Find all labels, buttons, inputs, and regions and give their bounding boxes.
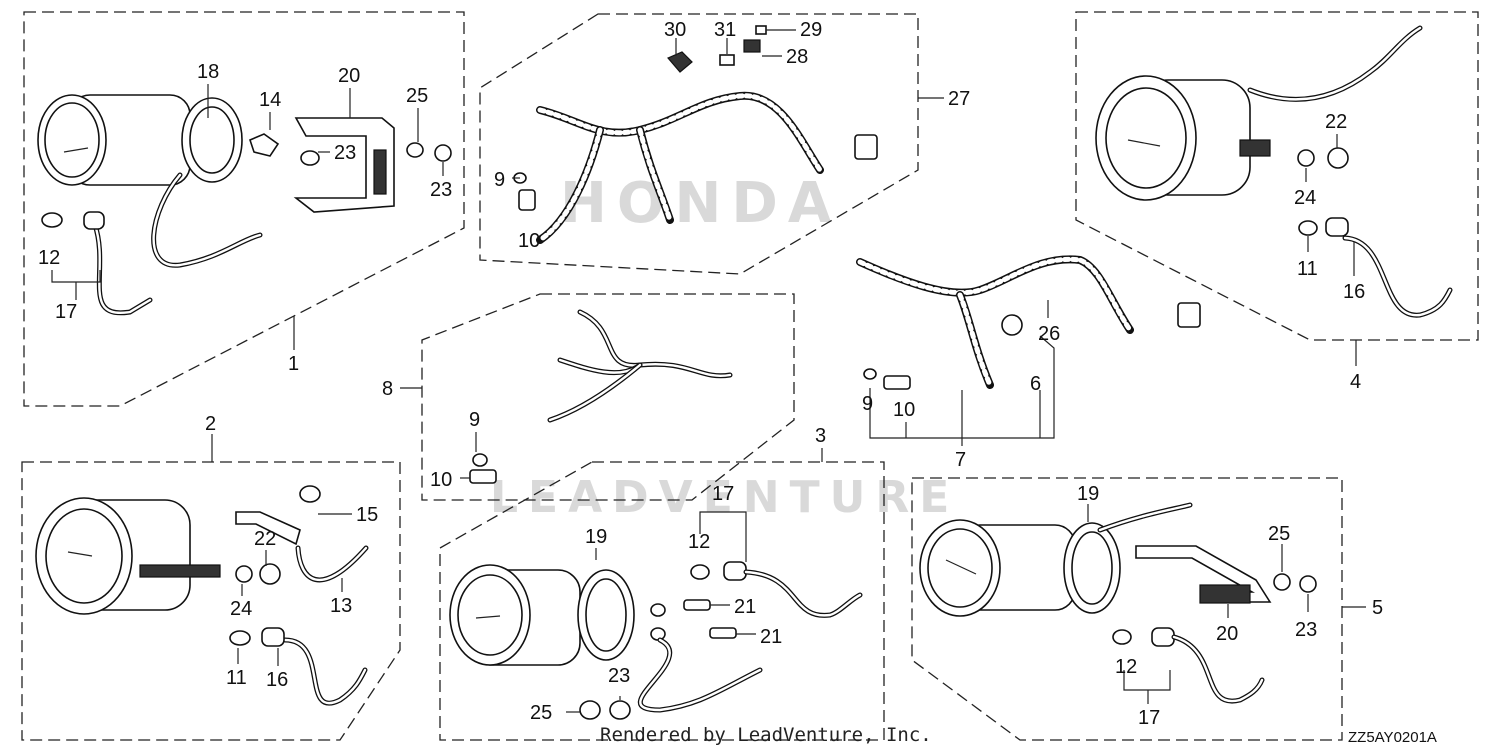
callout-15: 15 [356,504,378,526]
callout-24: 24 [1294,187,1316,209]
group-8-leaders [400,387,477,479]
meter-assy-2 [35,485,369,706]
callout-21: 21 [760,626,782,648]
group-2-frame [21,461,401,741]
watermark: HONDA LEADVENTURE [490,171,959,523]
callout-25: 25 [530,702,552,724]
group-5-leaders [1087,504,1366,704]
callout-4: 4 [1350,371,1361,393]
callout-22: 22 [254,528,276,550]
callout-24: 24 [230,598,252,620]
callout-9: 9 [494,169,505,191]
meter-assy-4 [1095,25,1453,318]
meter-assy-3 [449,561,863,720]
callout-11: 11 [226,667,247,689]
watermark-sub: LEADVENTURE [490,472,959,523]
callout-25: 25 [406,85,428,107]
group-3-frame [439,461,885,741]
harness-8 [469,309,733,484]
callout-1: 1 [288,353,299,375]
callout-23: 23 [1295,619,1317,641]
callout-20: 20 [338,65,360,87]
callout-17: 17 [1138,707,1160,729]
callout-5: 5 [1372,597,1383,619]
callout-18: 18 [197,61,219,83]
callout-16: 16 [1343,281,1365,303]
callout-26: 26 [1038,323,1060,345]
callout-16: 16 [266,669,288,691]
callout-2: 2 [205,413,216,435]
meter-assy-5 [919,502,1317,704]
group-1-leaders [51,84,444,350]
credit-text: Rendered by LeadVenture, Inc. [600,724,932,746]
callout-9: 9 [862,393,873,415]
callout-17: 17 [55,301,77,323]
group-4-leaders [1305,134,1357,366]
callout-14: 14 [259,89,281,111]
callout-23: 23 [430,179,452,201]
group-1-frame [23,11,465,407]
group-8-frame [421,293,795,501]
callout-9: 9 [469,409,480,431]
callout-3: 3 [815,425,826,447]
callout-23: 23 [334,142,356,164]
callout-12: 12 [1115,656,1137,678]
callout-10: 10 [430,469,452,491]
callout-11: 11 [1297,258,1318,280]
callout-12: 12 [688,531,710,553]
callout-12: 12 [38,247,60,269]
callout-6: 6 [1030,373,1041,395]
meter-assy-1 [37,94,452,316]
harness-27 [513,25,878,244]
callout-30: 30 [664,19,686,41]
callout-31: 31 [714,19,736,41]
callout-7: 7 [955,449,966,471]
diagram-code: ZZ5AY0201A [1348,729,1437,746]
group-2-leaders [211,434,352,666]
callout-17: 17 [712,483,734,505]
group-7-leaders [869,300,1055,446]
watermark-brand: HONDA [560,171,841,236]
callout-13: 13 [330,595,352,617]
harness-7 [856,255,1201,390]
callout-20: 20 [1216,623,1238,645]
callout-8: 8 [382,378,393,400]
callout-29: 29 [800,19,822,41]
callout-19: 19 [585,526,607,548]
callout-25: 25 [1268,523,1290,545]
group-4-frame [1075,11,1479,341]
group-5-frame [911,477,1343,741]
callout-10: 10 [893,399,915,421]
callout-19: 19 [1077,483,1099,505]
callout-28: 28 [786,46,808,68]
callout-23: 23 [608,665,630,687]
callout-10: 10 [518,230,540,252]
callout-22: 22 [1325,111,1347,133]
callout-21: 21 [734,596,756,618]
group-27-leaders [512,29,944,179]
callout-27: 27 [948,88,970,110]
group-3-leaders [566,448,823,713]
